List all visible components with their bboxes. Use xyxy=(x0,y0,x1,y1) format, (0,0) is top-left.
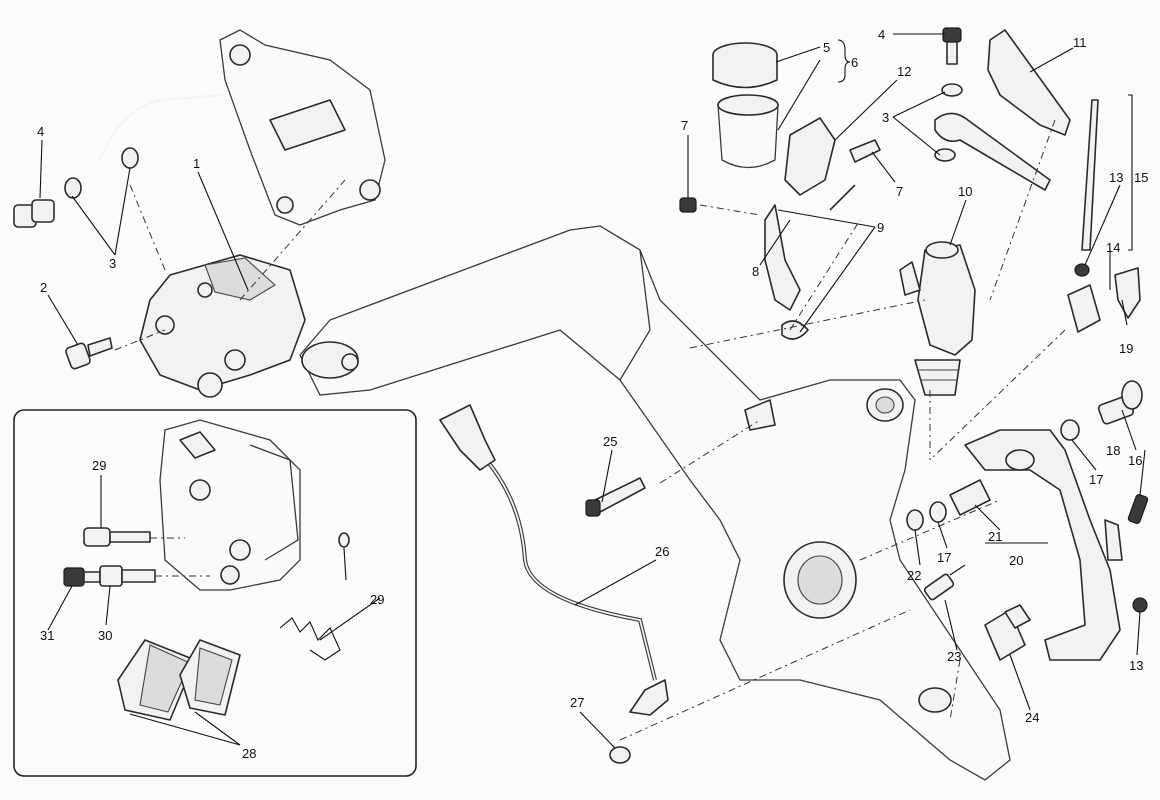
callout-27: 27 xyxy=(570,695,584,710)
callout-18: 18 xyxy=(1106,443,1120,458)
callout-2: 2 xyxy=(40,280,47,295)
bleed-screw-30 xyxy=(99,565,156,587)
push-rod xyxy=(1081,99,1099,251)
washer-3-left-a xyxy=(64,177,82,199)
inset-panel xyxy=(13,409,417,777)
washer-17-right xyxy=(1060,419,1080,441)
callout-1: 1 xyxy=(193,156,200,171)
callout-10: 10 xyxy=(958,184,972,199)
pivot-bolt-16 xyxy=(1097,380,1143,425)
callout-22: 22 xyxy=(907,568,921,583)
callout-7-right: 7 xyxy=(896,184,903,199)
brake-pads-28 xyxy=(117,639,241,721)
caliper-bracket xyxy=(219,29,386,226)
callout-26: 26 xyxy=(655,544,669,559)
callout-13-bottom: 13 xyxy=(1129,658,1143,673)
callout-7-left: 7 xyxy=(681,118,688,133)
callout-8: 8 xyxy=(752,264,759,279)
bracket-11 xyxy=(987,29,1071,136)
callout-3-left: 3 xyxy=(109,256,116,271)
washer-3-left-b xyxy=(121,147,139,169)
master-cylinder xyxy=(899,241,976,396)
callout-20: 20 xyxy=(1009,553,1023,568)
banjo-bolt-4-right xyxy=(942,27,962,65)
callout-4-left: 4 xyxy=(37,124,44,139)
callout-16: 16 xyxy=(1128,453,1142,468)
brake-pedal xyxy=(964,429,1123,661)
rear-caliper xyxy=(139,254,306,398)
bushing-21 xyxy=(949,479,991,516)
pin-29 xyxy=(83,527,151,547)
bolt-25 xyxy=(585,477,646,517)
bleed-fitting-4-left xyxy=(13,199,55,228)
callout-29-right: 29 xyxy=(370,592,384,607)
callout-25: 25 xyxy=(603,434,617,449)
washer-27 xyxy=(609,746,631,764)
callout-9: 9 xyxy=(877,220,884,235)
nut-13-top xyxy=(1074,263,1090,277)
clip-29-right xyxy=(338,532,350,548)
callout-14: 14 xyxy=(1106,240,1120,255)
callout-3-right: 3 xyxy=(882,110,889,125)
callout-5: 5 xyxy=(823,40,830,55)
callout-6: 6 xyxy=(851,55,858,70)
reservoir-group xyxy=(679,42,881,340)
sensor-cable-26 xyxy=(439,404,669,716)
bleed-screw-31 xyxy=(63,567,101,587)
bolt-18 xyxy=(1127,494,1149,524)
callout-28: 28 xyxy=(242,746,256,761)
rear-frame xyxy=(299,225,1011,781)
stop-switch-23 xyxy=(923,564,966,601)
callout-24: 24 xyxy=(1025,710,1039,725)
callout-11: 11 xyxy=(1073,35,1087,50)
callout-17-left: 17 xyxy=(937,550,951,565)
callout-17-right: 17 xyxy=(1089,472,1103,487)
washer-22 xyxy=(906,509,924,531)
callout-29-top: 29 xyxy=(92,458,106,473)
nut-13-bottom xyxy=(1132,597,1148,613)
callout-12: 12 xyxy=(897,64,911,79)
washer-3-right-b xyxy=(934,148,956,162)
callout-30: 30 xyxy=(98,628,112,643)
callout-23: 23 xyxy=(947,649,961,664)
spring-24 xyxy=(984,604,1031,661)
spring-clip-29 xyxy=(279,617,341,661)
callout-15: 15 xyxy=(1134,170,1148,185)
callout-31: 31 xyxy=(40,628,54,643)
banjo-fitting xyxy=(934,112,1051,191)
callout-21: 21 xyxy=(988,529,1002,544)
callout-4-right: 4 xyxy=(878,27,885,42)
bolt-2 xyxy=(65,337,113,370)
callouts: 1 2 3 4 4 5 6 12 3 7 7 8 9 10 11 13 15 1… xyxy=(37,27,1148,761)
callout-13-top: 13 xyxy=(1109,170,1123,185)
inset-caliper xyxy=(159,419,301,591)
callout-leaders xyxy=(39,33,1146,749)
clip-19 xyxy=(1114,267,1141,319)
clevis-14 xyxy=(1067,284,1101,333)
washer-3-right-a xyxy=(941,83,963,97)
washer-17-left xyxy=(929,501,947,523)
callout-19: 19 xyxy=(1119,341,1133,356)
